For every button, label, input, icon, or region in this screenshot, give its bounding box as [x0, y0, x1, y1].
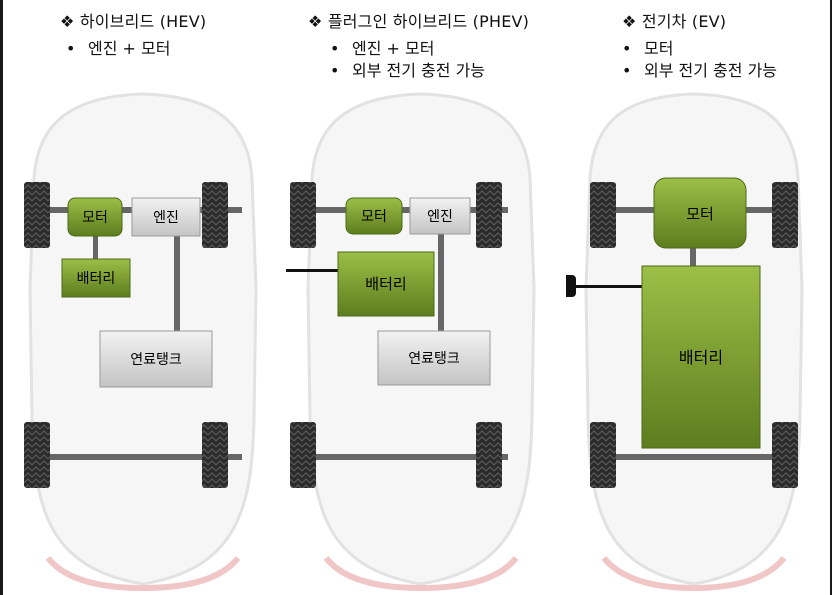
tire-front-right	[202, 182, 228, 248]
bullet-list: 엔진 + 모터	[66, 38, 170, 60]
motor-label: 모터	[82, 210, 108, 226]
panel-title: ❖ 전기차 (EV)	[622, 12, 727, 31]
plug-cable	[574, 285, 644, 288]
fuel-tank-block	[377, 330, 491, 386]
bullet-item: 외부 전기 충전 가능	[330, 60, 485, 82]
panel-title: ❖ 플러그인 하이브리드 (PHEV)	[308, 12, 530, 31]
engine-label: 엔진	[427, 209, 453, 225]
rear-axle	[596, 454, 792, 460]
battery-label: 배터리	[77, 271, 116, 287]
tire-rear-right	[772, 422, 798, 488]
motor-label: 모터	[361, 209, 387, 225]
tire-rear-left	[590, 422, 616, 488]
panel-phev: ❖ 플러그인 하이브리드 (PHEV) 엔진 + 모터 외부 전기 충전 가능	[286, 0, 556, 595]
motor-block	[345, 197, 403, 235]
battery-block	[61, 258, 131, 298]
bullet-item: 엔진 + 모터	[66, 38, 170, 60]
tire-front-right	[772, 182, 798, 248]
fuel-tank-label: 연료탱크	[130, 352, 182, 368]
battery-label: 배터리	[679, 348, 723, 367]
drive-shaft	[174, 211, 180, 331]
drive-shaft	[438, 211, 444, 331]
motor-block	[653, 177, 747, 249]
engine-label: 엔진	[153, 210, 179, 226]
bullet-item: 모터	[622, 38, 777, 60]
tire-rear-left	[24, 422, 50, 488]
tire-front-left	[290, 182, 316, 248]
battery-block	[641, 265, 761, 449]
car-diagram-phev: 모터 엔진 배터리 연료탱크	[286, 92, 536, 592]
car-diagram-hev: 모터 엔진 배터리 연료탱크	[24, 92, 258, 592]
bullet-list: 모터 외부 전기 충전 가능	[622, 38, 777, 82]
bullet-item: 외부 전기 충전 가능	[622, 60, 777, 82]
tire-rear-left	[290, 422, 316, 488]
panel-title: ❖ 하이브리드 (HEV)	[60, 12, 207, 31]
fuel-tank-label: 연료탱크	[408, 351, 460, 367]
plug-icon	[566, 275, 576, 297]
motor-label: 모터	[686, 205, 714, 223]
battery-block	[337, 251, 435, 317]
motor-block	[67, 197, 123, 237]
battery-label: 배터리	[365, 275, 406, 293]
plug-cable	[286, 269, 340, 272]
bullet-list: 엔진 + 모터 외부 전기 충전 가능	[330, 38, 485, 82]
rear-axle	[310, 454, 508, 460]
tire-front-left	[24, 182, 50, 248]
tire-front-left	[590, 182, 616, 248]
motor-battery-link	[690, 248, 696, 268]
bullet-item: 엔진 + 모터	[330, 38, 485, 60]
engine-block	[409, 197, 471, 235]
car-diagram-ev: 모터 배터리	[566, 92, 804, 592]
panel-ev: ❖ 전기차 (EV) 모터 외부 전기 충전 가능	[566, 0, 828, 595]
engine-block	[131, 197, 201, 237]
front-axle	[310, 207, 508, 213]
tire-rear-right	[202, 422, 228, 488]
motor-battery-link	[93, 234, 98, 259]
panel-hev: ❖ 하이브리드 (HEV) 엔진 + 모터	[8, 0, 278, 595]
tire-front-right	[476, 182, 502, 248]
tire-rear-right	[476, 422, 502, 488]
rear-axle	[44, 454, 242, 460]
fuel-tank-block	[99, 330, 213, 388]
